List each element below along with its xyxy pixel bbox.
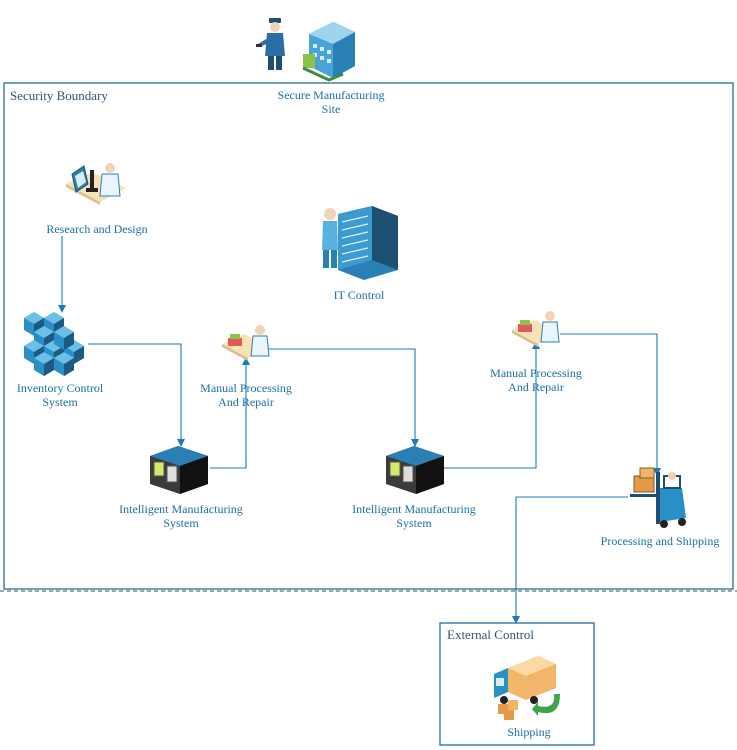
node-label-secure-site: Secure Manufacturing Site [277, 88, 385, 116]
external-control-label: External Control [447, 627, 535, 642]
connector-processing-shipping [512, 496, 628, 624]
connector-manual2-processing [560, 333, 661, 476]
machine-icon [150, 446, 208, 494]
connector-ims1-manual1 [210, 357, 250, 469]
security-boundary-label: Security Boundary [10, 88, 108, 103]
delivery-truck-icon [494, 656, 560, 720]
machine-icon [386, 446, 444, 494]
node-label-processing-shipping: Processing and Shipping [600, 534, 720, 548]
node-label-manual-processing-1: Manual Processing And Repair [200, 381, 292, 409]
server-rack-icon [322, 206, 398, 280]
building-icon [302, 22, 355, 82]
researcher-icon [66, 163, 126, 205]
connector-inventory-ims1 [88, 343, 185, 447]
security-boundary-box [3, 82, 734, 590]
node-label-shipping: Shipping [507, 725, 551, 739]
node-label-manual-processing-2: Manual Processing And Repair [490, 366, 582, 394]
forklift-icon [630, 467, 686, 528]
node-label-ims-1: Intelligent Manufacturing System [119, 502, 243, 530]
node-label-research: Research and Design [46, 222, 148, 236]
node-label-it-control: IT Control [333, 288, 385, 302]
connector-manual1-ims2 [268, 348, 419, 447]
connector-ims2-manual2 [444, 341, 540, 469]
node-label-inventory: Inventory Control System [16, 381, 104, 409]
guard-icon [256, 18, 285, 70]
inventory-cubes-icon [24, 312, 84, 376]
worker-desk-icon [512, 311, 560, 347]
node-label-ims-2: Intelligent Manufacturing System [352, 502, 476, 530]
worker-desk-icon [222, 325, 270, 361]
